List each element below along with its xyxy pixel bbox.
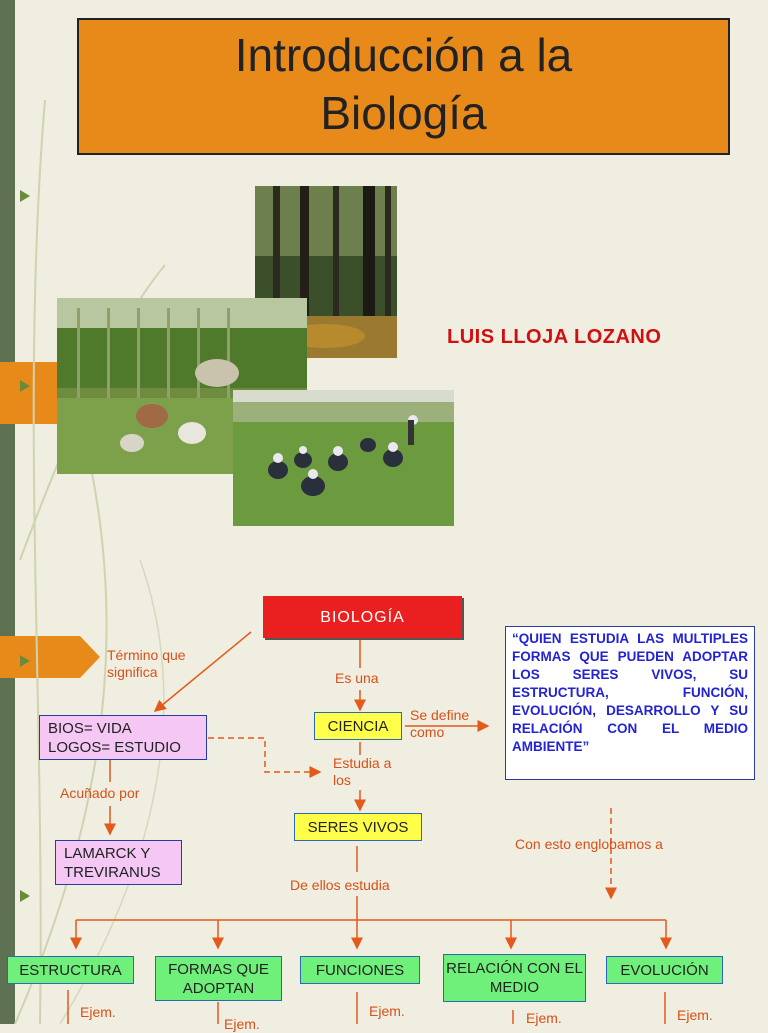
orange-tab-top: [0, 362, 58, 424]
lamarck-node: LAMARCK Y TREVIRANUS: [55, 840, 182, 885]
ejem-label-2: Ejem.: [224, 1016, 260, 1032]
students-photo: [233, 390, 454, 526]
ejem-label-1: Ejem.: [80, 1004, 116, 1020]
bios-line: BIOS= VIDA: [48, 719, 132, 737]
title-line-1: Introducción a la: [234, 29, 573, 81]
orange-tab-bottom: [0, 636, 100, 678]
ejem-label-4: Ejem.: [526, 1010, 562, 1026]
left-accent-bar: [0, 0, 15, 1024]
estudia-label: Estudia a los: [333, 755, 392, 788]
title-box: [77, 18, 730, 155]
leaf-formas: FORMAS QUE ADOPTAN: [155, 956, 282, 1001]
de-ellos-label: De ellos estudia: [290, 877, 390, 893]
ciencia-node: CIENCIA: [314, 712, 402, 740]
triangle-bullets: [20, 190, 30, 902]
page-title: Introducción a la Biología: [77, 26, 730, 142]
leaf-relacion: RELACIÓN CON EL MEDIO: [443, 954, 586, 1002]
leaf-estructura: ESTRUCTURA: [7, 956, 134, 984]
logos-line: LOGOS= ESTUDIO: [48, 738, 181, 756]
farm-photo: [57, 298, 307, 474]
ejem-label-3: Ejem.: [369, 1003, 405, 1019]
leaf-funciones: FUNCIONES: [300, 956, 420, 984]
seres-vivos-node: SERES VIVOS: [294, 813, 422, 841]
biologia-node: BIOLOGÍA: [263, 596, 462, 638]
se-define-label: Se define como: [410, 707, 470, 740]
ejem-label-5: Ejem.: [677, 1007, 713, 1023]
title-line-2: Biología: [320, 87, 487, 139]
es-una-label: Es una: [335, 670, 379, 686]
englobamos-label: Con esto englobamos a: [515, 836, 663, 852]
author-name: LUIS LLOJA LOZANO: [447, 326, 662, 348]
acunado-label: Acuñado por: [60, 785, 140, 801]
leaf-evolucion: EVOLUCIÓN: [606, 956, 723, 984]
definition-quote: “QUIEN ESTUDIA LAS MULTIPLES FORMAS QUE …: [505, 626, 755, 780]
bios-logos-node: BIOS= VIDA LOGOS= ESTUDIO: [39, 715, 207, 760]
termino-label: Término que significa: [107, 647, 186, 680]
